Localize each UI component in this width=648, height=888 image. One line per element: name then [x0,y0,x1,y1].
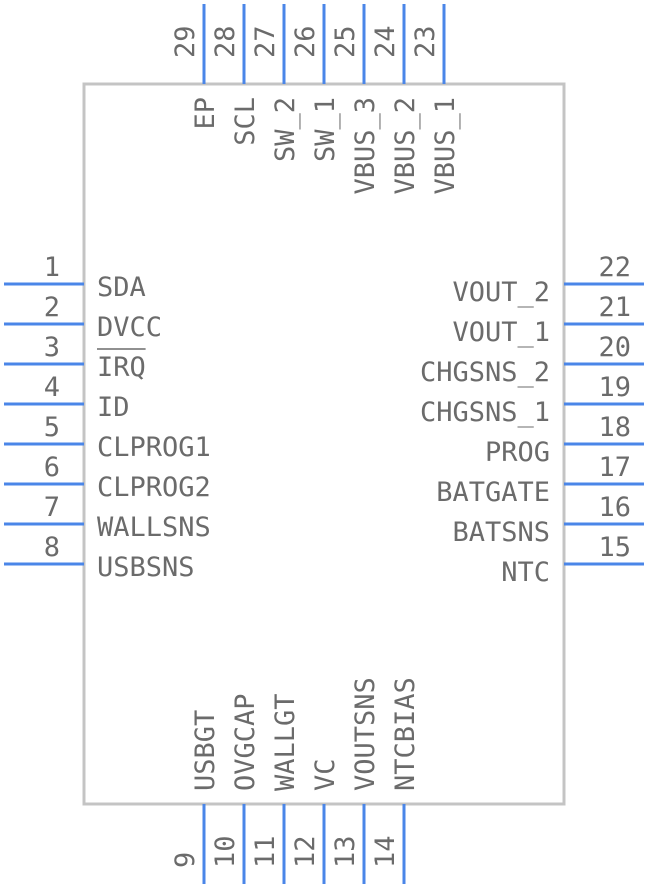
pin-5-label-clprog1: CLPROG1 [97,432,211,463]
pin-24-label-vbus-2: VBUS_2 [390,97,421,195]
pin-1-label-sda: SDA [97,272,146,303]
pin-9-label-usbgt: USBGT [190,710,221,791]
pin-20-number: 20 [598,332,631,363]
pin-10-label-ovgcap: OVGCAP [230,693,261,791]
pin-26-number: 26 [290,25,321,58]
pin-17-label-batgate: BATGATE [436,477,550,508]
pin-28-number: 28 [210,25,241,58]
pin-3-label-irq: IRQ [97,352,146,383]
pin-27-number: 27 [250,25,281,58]
pin-11-label-wallgt: WALLGT [270,693,301,791]
pin-17-number: 17 [598,452,631,483]
pin-27-label-sw-2: SW_2 [270,97,301,162]
pin-13-number: 13 [330,835,361,868]
pin-25-number: 25 [330,25,361,58]
pin-25-label-vbus-3: VBUS_3 [350,97,381,195]
pin-14-label-ntcbias: NTCBIAS [390,677,421,791]
pin-16-label-batsns: BATSNS [452,517,550,548]
pin-29-label-ep: EP [190,97,221,130]
pin-13-label-voutsns: VOUTSNS [350,677,381,791]
ic-body [82,82,566,806]
pin-1-number: 1 [44,252,60,283]
pin-24-number: 24 [370,25,401,58]
pin-18-label-prog: PROG [485,437,550,468]
pin-22-number: 22 [598,252,631,283]
pin-10-number: 10 [210,835,241,868]
pin-6-number: 6 [44,452,60,483]
pin-4-label-id: ID [97,392,130,423]
pin-5-number: 5 [44,412,60,443]
pin-7-label-wallsns: WALLSNS [97,512,211,543]
pin-23-label-vbus-1: VBUS_1 [430,97,461,195]
pin-8-number: 8 [44,532,60,563]
pin-16-number: 16 [598,492,631,523]
pin-26-label-sw-1: SW_1 [310,97,341,162]
pin-23-number: 23 [410,25,441,58]
pin-2-number: 2 [44,292,60,323]
pin-12-label-vc: VC [310,758,341,791]
pin-7-number: 7 [44,492,60,523]
pin-2-label-dvcc: DVCC [97,312,162,343]
pin-18-number: 18 [598,412,631,443]
pin-14-number: 14 [370,835,401,868]
pin-21-number: 21 [598,292,631,323]
pin-21-label-vout-1: VOUT_1 [452,317,550,348]
pin-19-number: 19 [598,372,631,403]
pin-15-number: 15 [598,532,631,563]
pin-28-label-scl: SCL [230,97,261,146]
pin-20-label-chgsns-2: CHGSNS_2 [420,357,550,388]
pin-11-number: 11 [250,835,281,868]
pin-12-number: 12 [290,835,321,868]
pin-15-label-ntc: NTC [501,557,550,588]
pin-6-label-clprog2: CLPROG2 [97,472,211,503]
pin-8-label-usbsns: USBSNS [97,552,195,583]
pin-22-label-vout-2: VOUT_2 [452,277,550,308]
pin-19-label-chgsns-1: CHGSNS_1 [420,397,550,428]
pin-4-number: 4 [44,372,60,403]
pin-3-number: 3 [44,332,60,363]
pin-29-number: 29 [170,25,201,58]
pin-9-number: 9 [170,852,201,868]
